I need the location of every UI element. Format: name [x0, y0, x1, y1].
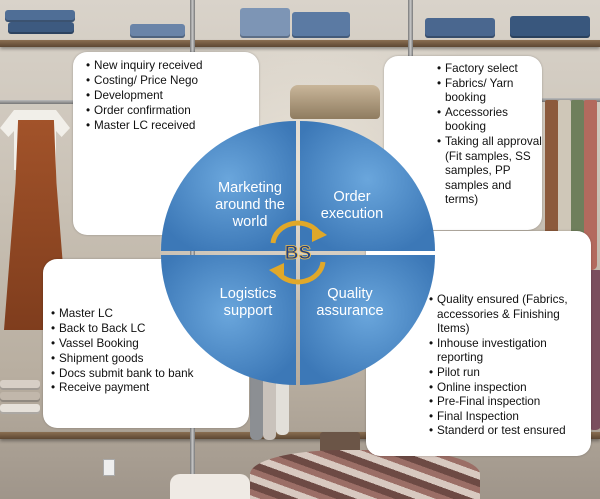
- hanging-garment: [584, 100, 597, 270]
- folded-sweater: [0, 404, 40, 414]
- folded-jeans: [240, 8, 290, 38]
- folded-jeans: [130, 24, 185, 38]
- panel-quality: Quality ensured (Fabrics, accessories & …: [366, 231, 591, 456]
- folded-jeans: [8, 22, 74, 34]
- list-item: Factory select: [437, 62, 542, 77]
- marketing-task-list: New inquiry receivedCosting/ Price NegoD…: [73, 52, 259, 134]
- list-item: Docs submit bank to bank: [51, 367, 249, 382]
- folded-sweater: [170, 474, 250, 499]
- list-item: New inquiry received: [86, 59, 259, 74]
- logistics-task-list: Master LCBack to Back LCVassel BookingSh…: [43, 259, 249, 396]
- list-item: Pilot run: [429, 366, 591, 381]
- label-quality: Quality assurance: [316, 286, 384, 319]
- list-item: Final Inspection: [429, 410, 591, 425]
- folded-sweater: [0, 392, 40, 402]
- hanging-garment: [571, 100, 584, 250]
- list-item: Master LC: [51, 307, 249, 322]
- list-item: Standerd or test ensured: [429, 424, 591, 439]
- folded-jeans: [5, 10, 75, 22]
- bottom-shelf: [0, 432, 600, 439]
- bag: [290, 85, 380, 119]
- list-item: Pre-Final inspection: [429, 395, 591, 410]
- hanging-garment: [276, 375, 289, 435]
- left-rail: [0, 100, 80, 104]
- list-item: Vassel Booking: [51, 337, 249, 352]
- quality-task-list: Quality ensured (Fabrics, accessories & …: [366, 231, 591, 439]
- folded-jeans: [510, 16, 590, 38]
- panel-logistics: Master LCBack to Back LCVassel BookingSh…: [43, 259, 249, 428]
- list-item: Fabrics/ Yarn booking: [437, 77, 542, 106]
- label-order-execution: Order execution: [320, 189, 384, 222]
- wall-outlet: [103, 459, 115, 476]
- folded-jeans: [425, 18, 495, 38]
- hanging-garment: [250, 370, 263, 440]
- hanging-garment: [588, 270, 600, 430]
- list-item: Master LC received: [86, 119, 259, 134]
- list-item: Order confirmation: [86, 104, 259, 119]
- top-shelf: [0, 40, 600, 47]
- folded-jeans: [292, 12, 350, 38]
- list-item: Back to Back LC: [51, 322, 249, 337]
- list-item: Development: [86, 89, 259, 104]
- striped-fabric: [250, 450, 480, 499]
- list-item: Quality ensured (Fabrics, accessories & …: [429, 293, 591, 337]
- list-item: Taking all approval (Fit samples, SS sam…: [437, 135, 542, 208]
- hanging-garment: [263, 370, 276, 440]
- list-item: Shipment goods: [51, 352, 249, 367]
- label-logistics: Logistics support: [219, 286, 277, 319]
- order-task-list: Factory selectFabrics/ Yarn bookingAcces…: [384, 56, 542, 208]
- list-item: Costing/ Price Nego: [86, 74, 259, 89]
- list-item: Online inspection: [429, 381, 591, 396]
- hanging-garment: [545, 100, 558, 260]
- list-item: Accessories booking: [437, 106, 542, 135]
- list-item: Receive payment: [51, 381, 249, 396]
- list-item: Inhouse investigation reporting: [429, 337, 591, 366]
- folded-sweater: [0, 380, 40, 390]
- panel-order-execution: Factory selectFabrics/ Yarn bookingAcces…: [384, 56, 542, 230]
- label-marketing: Marketing around the world: [215, 180, 285, 230]
